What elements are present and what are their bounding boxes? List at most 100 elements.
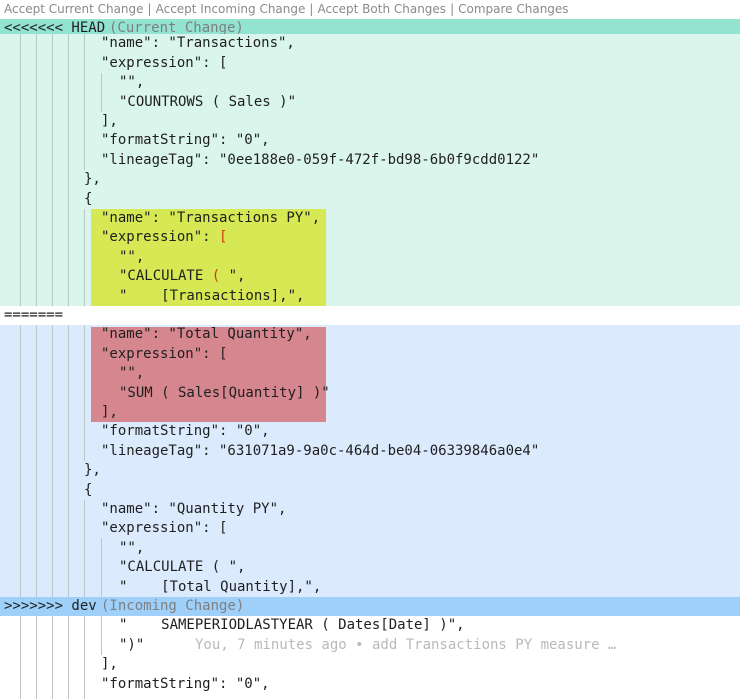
code-line[interactable]: "COUNTROWS ( Sales )" [0,92,740,112]
indent-guide [84,325,85,461]
incoming-change-word-highlight [91,403,326,423]
code-line[interactable]: { [0,189,740,209]
accept-both-changes-link[interactable]: Accept Both Changes [317,2,447,16]
indent-guide [84,500,85,597]
indent-guide [52,616,53,699]
code-text: "", [119,248,145,265]
expression-key: "expression": [101,229,220,246]
code-text: ], [101,113,118,129]
incoming-change-word-highlight [91,327,326,345]
current-change-word-highlight [91,286,326,306]
code-text: "", [119,74,145,91]
indent-guide [101,616,102,655]
code-text: "expression": [ [101,345,228,362]
code-line[interactable]: " [Total Quantity],", [0,577,740,597]
code-text: "name": "Total Quantity", [101,326,312,343]
code-line[interactable]: "expression": [ [0,53,740,74]
code-line[interactable]: "", [0,364,740,384]
incoming-change-word-highlight [91,364,326,384]
current-change-label: (Current Change) [109,20,244,36]
indent-guide [68,34,69,306]
code-line[interactable]: "", [0,247,740,268]
code-line[interactable]: ], [0,655,740,675]
divider-marker: ======= [4,307,64,323]
code-line[interactable]: }, [0,170,740,190]
current-change-word-highlight [91,267,326,287]
current-change-header: <<<<<<< HEAD(Current Change) [0,19,740,39]
code-text: "lineageTag": "631071a9-9a0c-464d-be04-0… [101,442,540,459]
indent-guide [68,325,69,597]
code-line[interactable]: "CALCULATE ( ", [0,558,740,578]
codelens-separator: | [309,2,314,16]
indent-guide [20,616,21,699]
code-text: "CALCULATE ( ", [119,559,246,576]
code-text: " SAMEPERIODLASTYEAR ( Dates[Date] )", [119,617,465,634]
code-line[interactable]: " [Transactions],", [0,286,740,306]
code-text: " [Total Quantity],", [119,578,322,595]
compare-changes-link[interactable]: Compare Changes [458,2,569,16]
indent-guide [84,34,85,170]
conflict-divider: ======= [0,306,740,326]
code-text: "formatString": "0", [101,132,270,149]
indent-guide [52,325,53,597]
code-line[interactable]: "expression": [ [0,344,740,365]
indent-guide [36,616,37,699]
code-text: "expression": [ [101,54,228,71]
code-text: "COUNTROWS ( Sales )" [119,93,297,110]
code-line[interactable]: "CALCULATE ( ", [0,267,740,287]
code-text: { [84,190,93,207]
bracket-highlight: ( [211,268,229,285]
codelens-separator: | [450,2,455,16]
git-blame-annotation: You, 7 minutes ago • add Transactions PY… [195,636,617,653]
code-text: "lineageTag": "0ee188e0-059f-472f-bd98-6… [101,151,540,168]
code-line[interactable]: "", [0,73,740,93]
indent-guide [52,34,53,306]
code-text: "", [119,539,145,556]
code-text: "name": "Transactions", [101,35,295,52]
code-line[interactable]: ], [0,112,740,132]
accept-incoming-change-link[interactable]: Accept Incoming Change [155,2,306,16]
indent-guide [36,34,37,306]
code-text: }, [84,171,101,188]
codelens-separator: | [147,2,152,16]
code-text: }, [84,462,101,479]
indent-guide [20,325,21,597]
code-text: "name": "Quantity PY", [101,501,287,517]
code-line[interactable]: { [0,480,740,500]
code-line[interactable]: "formatString": "0", [0,422,740,442]
code-line[interactable]: "expression": [ [0,228,740,248]
code-line[interactable]: " SAMEPERIODLASTYEAR ( Dates[Date] )", [0,616,740,636]
indent-guide [36,325,37,597]
code-line[interactable]: "SUM ( Sales[Quantity] )" [0,383,740,403]
code-line[interactable]: "lineageTag": "631071a9-9a0c-464d-be04-0… [0,441,740,462]
code-line[interactable]: "", [0,538,740,559]
code-text: "SUM ( Sales[Quantity] )" [119,384,330,401]
code-text: "name": "Transactions PY", [101,210,321,226]
calculate-text-end: ", [228,268,246,285]
code-line[interactable]: "name": "Transactions PY", [0,209,740,229]
code-line[interactable]: "name": "Total Quantity", [0,325,740,345]
code-line[interactable]: "name": "Quantity PY", [0,500,740,520]
code-text: ], [101,656,118,673]
current-change-word-highlight [91,228,326,248]
current-change-word-highlight [91,247,326,268]
dev-marker: >>>>>>> dev [4,598,97,614]
incoming-change-header: >>>>>>> dev(Incoming Change) [0,597,740,617]
code-line[interactable]: ")" You, 7 minutes ago • add Transaction… [0,635,740,656]
incoming-change-label: (Incoming Change) [101,598,245,614]
code-text: "expression": [ [101,520,228,537]
code-line[interactable]: }, [0,461,740,481]
indent-guide [84,209,85,306]
code-line[interactable]: "lineageTag": "0ee188e0-059f-472f-bd98-6… [0,150,740,171]
code-line[interactable]: ], [0,403,740,423]
code-line[interactable]: "name": "Transactions", [0,34,740,54]
code-line[interactable]: "formatString": "0", [0,674,740,694]
head-marker: <<<<<<< HEAD [4,20,106,36]
code-line[interactable]: "expression": [ [0,519,740,539]
code-text: "", [119,365,145,382]
code-text: { [84,481,93,498]
code-line[interactable]: "formatString": "0", [0,131,740,151]
accept-current-change-link[interactable]: Accept Current Change [4,2,144,16]
incoming-change-word-highlight [91,383,326,403]
indent-guide [20,34,21,306]
